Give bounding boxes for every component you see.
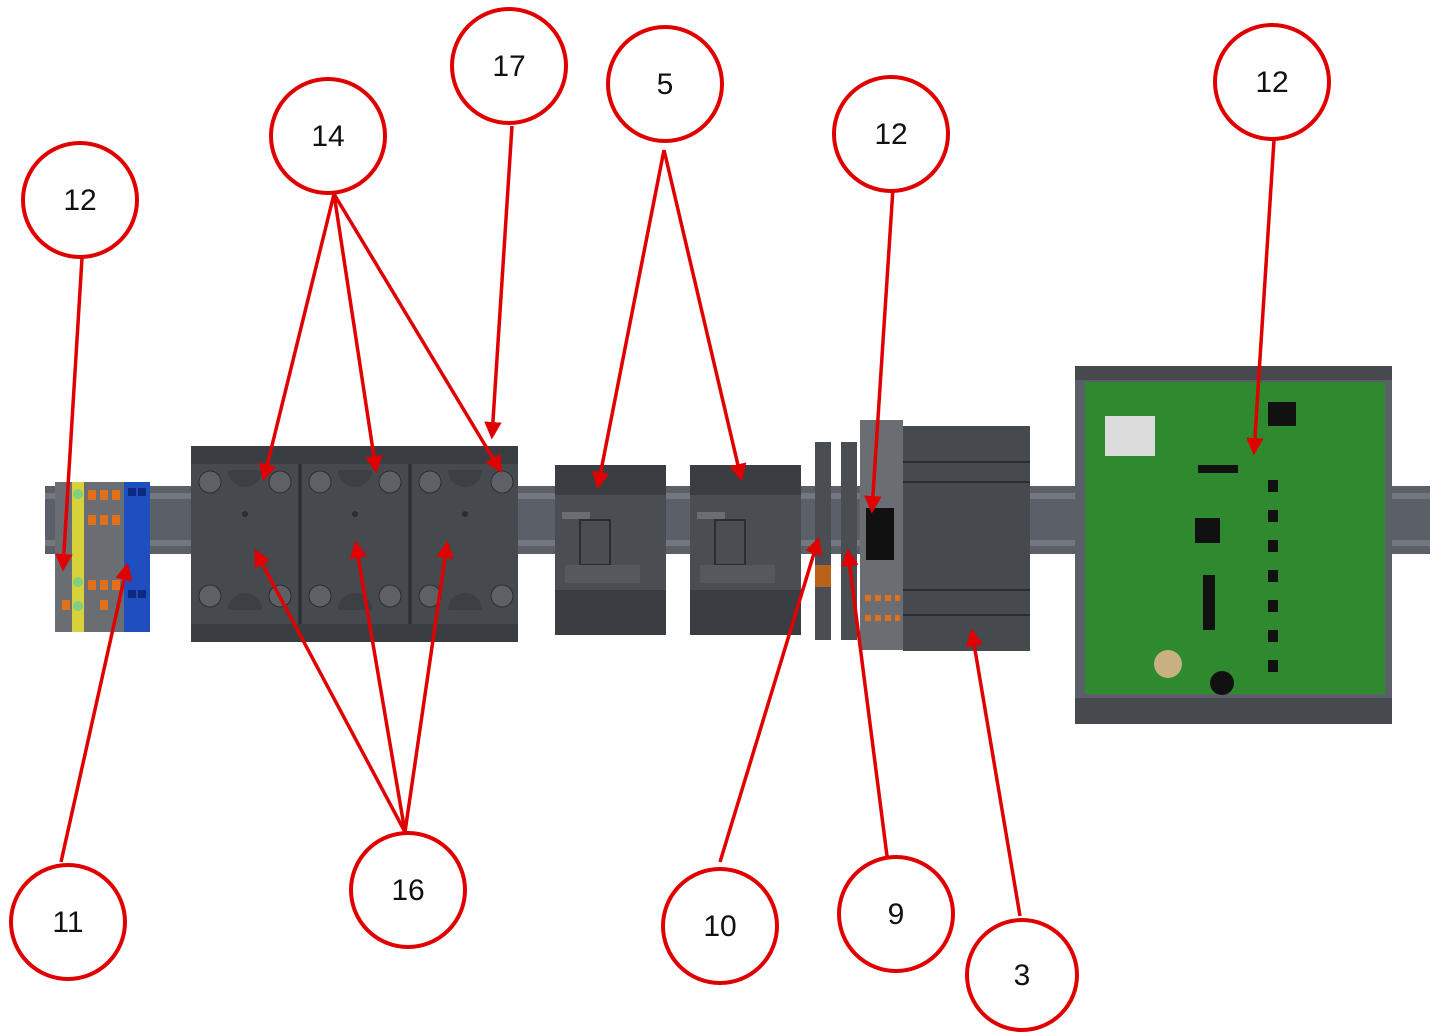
- leader-14-b: [332, 193, 383, 474]
- callout-10: 10: [661, 867, 779, 985]
- svg-text:14: 14: [311, 120, 344, 153]
- svg-text:5: 5: [657, 68, 674, 101]
- callout-11: 11: [9, 863, 127, 981]
- svg-text:3: 3: [1014, 959, 1031, 992]
- breaker-group: [191, 446, 518, 642]
- leader-lines: [55, 125, 1276, 917]
- leader-14-c: [332, 193, 502, 473]
- callout-5: 5: [606, 25, 724, 143]
- leader-12-right: [1246, 139, 1276, 456]
- callout-3: 3: [965, 918, 1079, 1032]
- callout-12-left: 12: [21, 141, 139, 259]
- callout-12-mid: 12: [832, 75, 950, 193]
- leader-12-left: [55, 257, 84, 572]
- leader-12-mid: [864, 187, 895, 514]
- svg-text:10: 10: [703, 910, 736, 943]
- contactor-2: [690, 465, 801, 635]
- leader-14-a: [258, 193, 336, 482]
- terminal-blocks: [55, 482, 150, 632]
- leader-11: [59, 562, 133, 863]
- callout-17: 17: [450, 7, 568, 125]
- controller-pcb: [1075, 366, 1392, 724]
- callout-9: 9: [837, 855, 955, 973]
- contactor-1: [555, 465, 666, 635]
- svg-text:17: 17: [492, 50, 525, 83]
- leader-16-a: [254, 548, 407, 833]
- callouts: 12 14 17 5 12 12 11 16: [9, 7, 1331, 1032]
- leader-16-c: [403, 540, 454, 833]
- leader-5-a: [592, 149, 666, 490]
- svg-text:12: 12: [874, 118, 907, 151]
- svg-text:16: 16: [391, 874, 424, 907]
- callout-14: 14: [269, 77, 387, 195]
- power-supply: [903, 426, 1030, 651]
- leader-10: [718, 536, 823, 863]
- leader-17: [484, 125, 514, 440]
- svg-text:11: 11: [52, 906, 83, 939]
- leader-16-b: [349, 540, 407, 833]
- svg-text:9: 9: [888, 898, 905, 931]
- leader-3: [965, 628, 1022, 917]
- svg-text:12: 12: [1255, 66, 1288, 99]
- svg-text:12: 12: [63, 184, 96, 217]
- leader-5-b: [662, 149, 747, 482]
- callout-16: 16: [349, 831, 467, 949]
- callout-12-right: 12: [1213, 23, 1331, 141]
- relay-module: [860, 420, 903, 650]
- leader-9: [841, 548, 889, 857]
